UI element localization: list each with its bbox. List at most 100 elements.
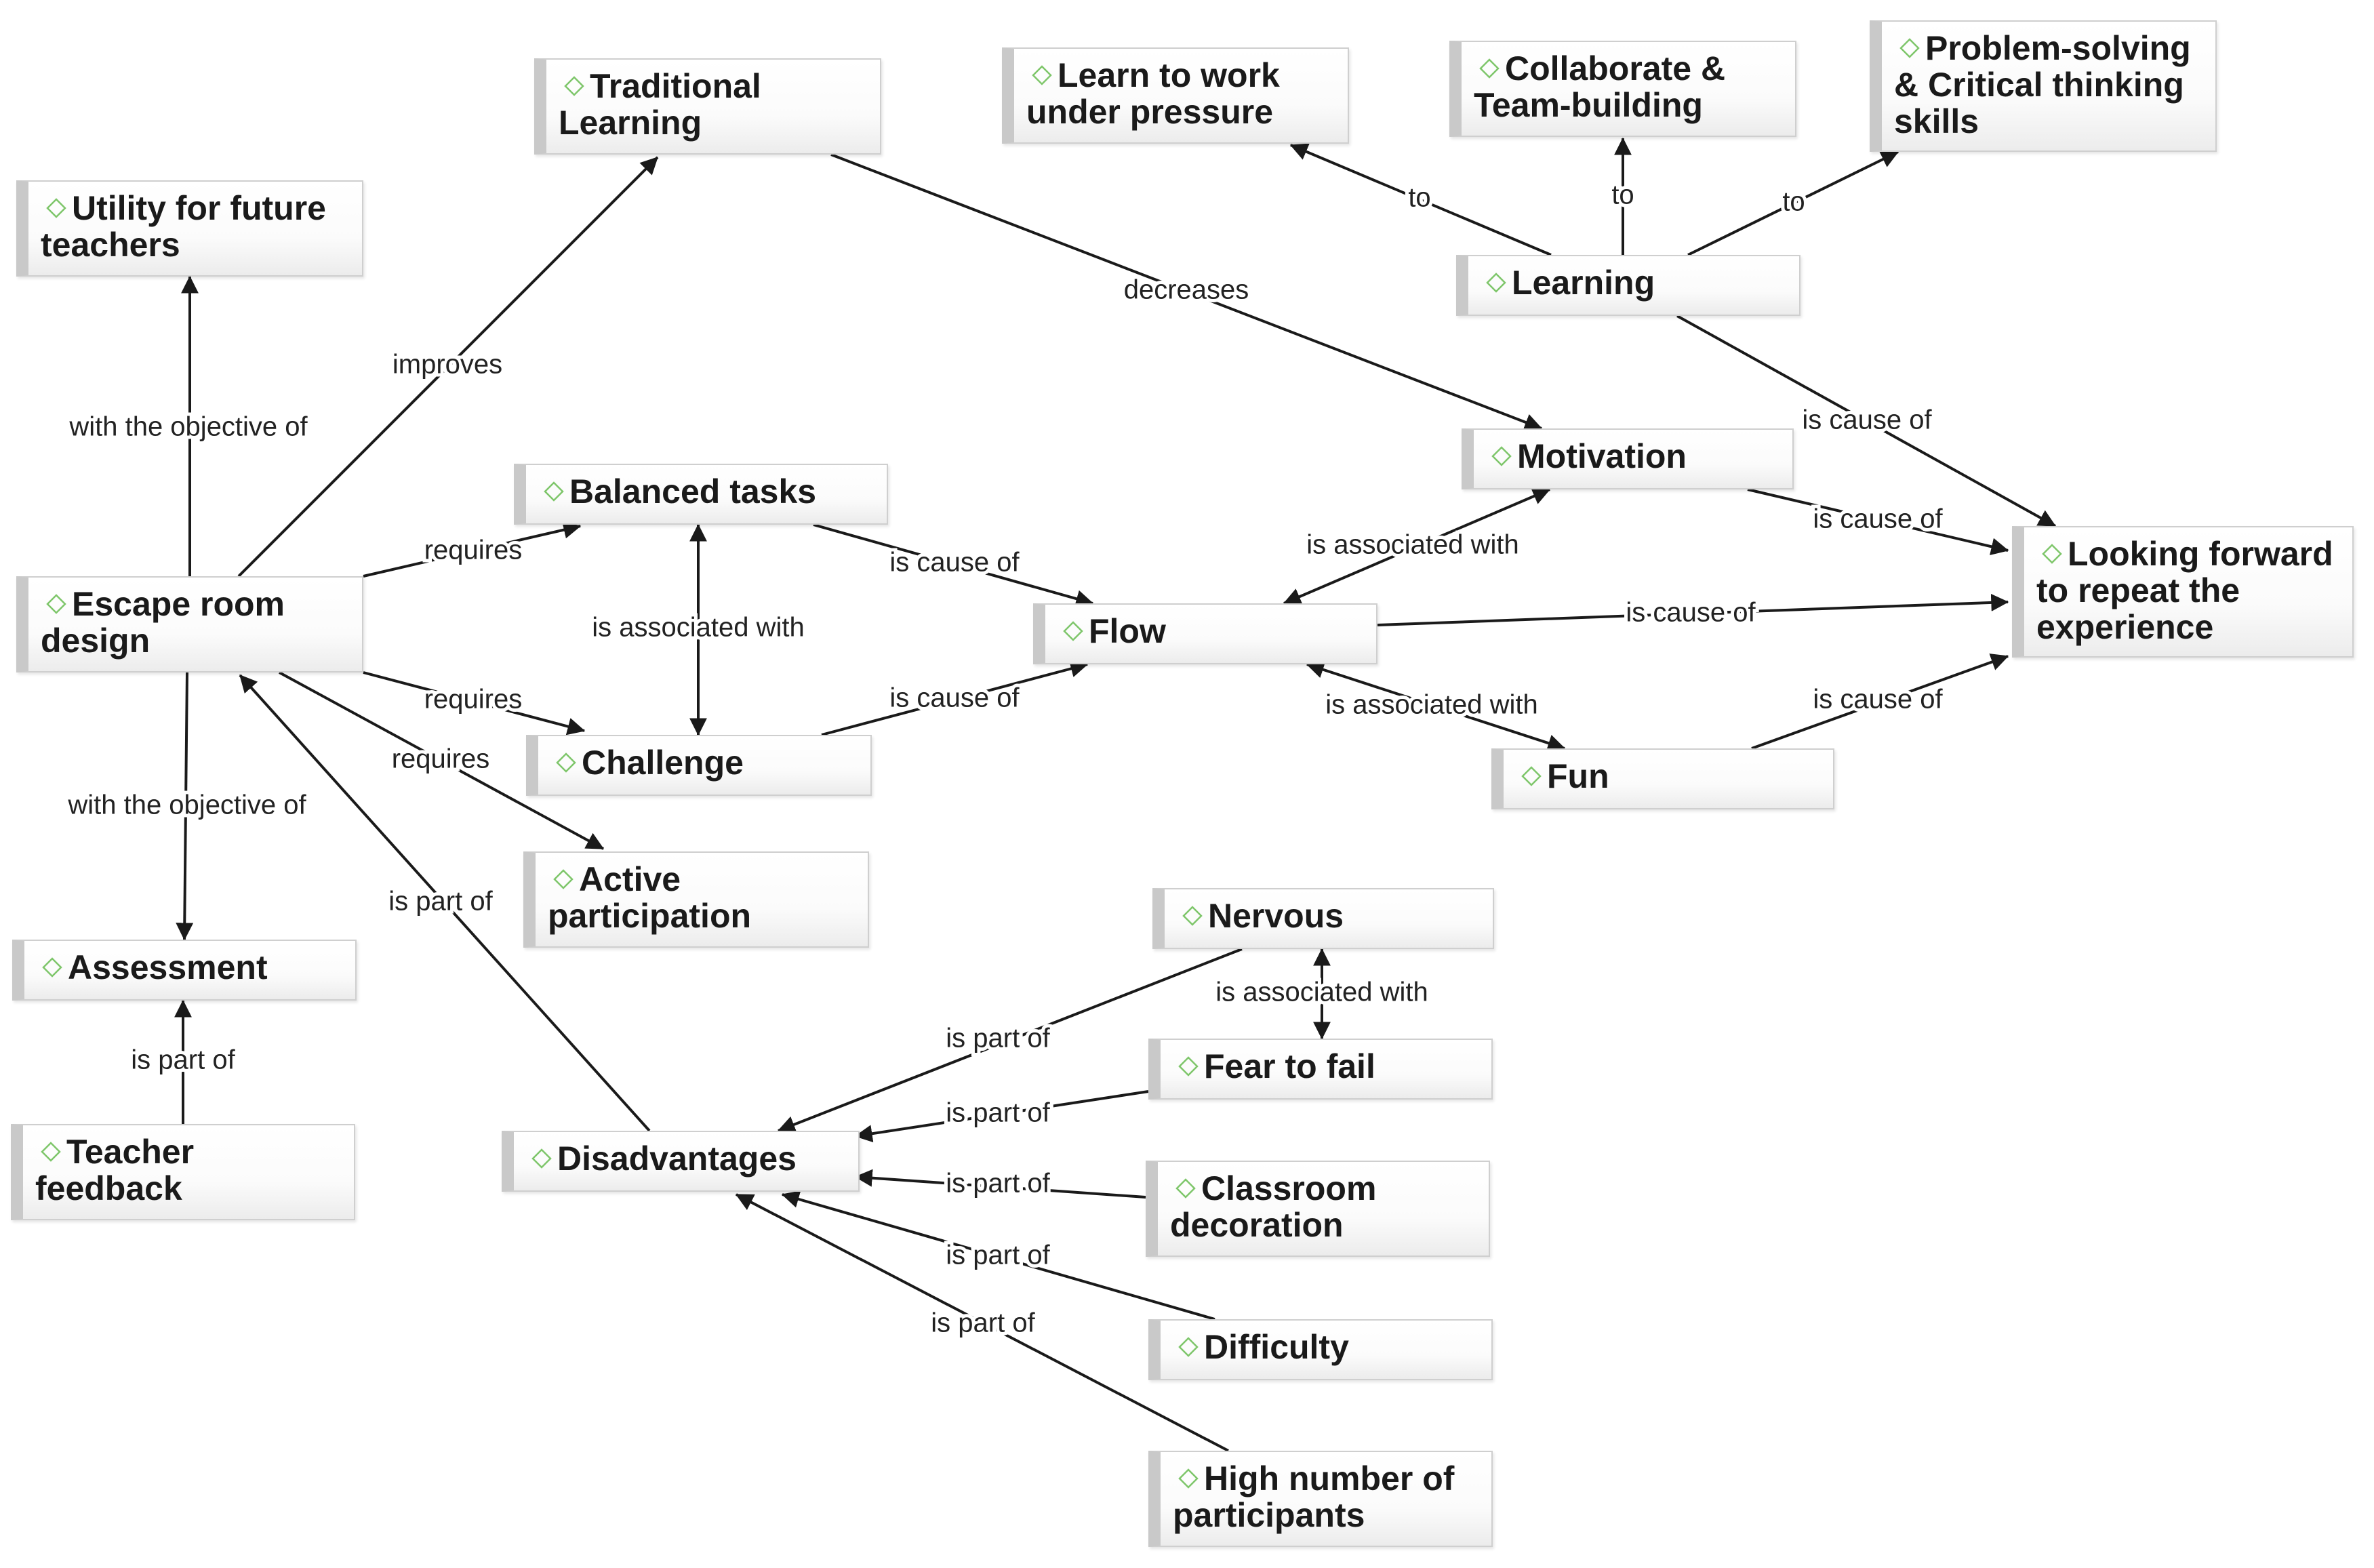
diamond-icon: [556, 752, 576, 773]
diamond-icon: [46, 198, 66, 218]
edge-label: with the objective of: [68, 412, 308, 442]
edge-label: requires: [392, 744, 490, 774]
edge-label: is associated with: [1325, 690, 1537, 720]
node-pressure[interactable]: Learn to work under pressure: [1002, 47, 1349, 144]
diamond-icon: [1178, 1056, 1199, 1077]
node-label: Learning: [1512, 264, 1655, 302]
node-teacher[interactable]: Teacher feedback: [11, 1124, 355, 1220]
edge-escape-challenge: [363, 671, 586, 736]
diamond-icon: [531, 1148, 552, 1169]
diamond-icon: [2042, 544, 2062, 564]
edge-label: is part of: [931, 1308, 1035, 1338]
node-label: Teacher feedback: [35, 1133, 195, 1207]
node-label: Motivation: [1517, 437, 1687, 475]
node-label: Collaborate & Team-building: [1474, 49, 1726, 124]
diamond-icon: [1479, 58, 1500, 79]
node-nervous[interactable]: Nervous: [1152, 888, 1494, 949]
node-fun[interactable]: Fun: [1491, 748, 1834, 809]
node-utility[interactable]: Utility for future teachers: [16, 180, 363, 277]
edge-participants-disadvantages: [735, 1193, 1229, 1452]
edge-traditional-motivation: [830, 153, 1543, 431]
diamond-icon: [1178, 1468, 1199, 1489]
edge-challenge-flow: [821, 660, 1089, 736]
node-label: Difficulty: [1204, 1328, 1349, 1366]
edge-escape-assessment: [176, 672, 194, 941]
edge-label: is part of: [946, 1241, 1050, 1270]
edge-fun-looking: [1751, 654, 2009, 750]
edge-balanced-flow: [813, 523, 1094, 607]
node-challenge[interactable]: Challenge: [526, 735, 872, 796]
diamond-icon: [564, 76, 584, 96]
edge-flow-motivation: [1283, 487, 1551, 605]
edge-escape-active: [279, 671, 605, 850]
edge-label: is cause of: [889, 548, 1020, 578]
node-escape[interactable]: Escape room design: [16, 576, 363, 672]
diamond-icon: [1899, 38, 1920, 58]
edge-label: to: [1408, 183, 1430, 213]
node-label: High number of participants: [1173, 1460, 1455, 1534]
edge-escape-traditional: [237, 156, 659, 578]
edge-learning-pressure: [1289, 143, 1552, 256]
edge-label: is associated with: [592, 613, 804, 643]
edge-flow-fun: [1306, 661, 1566, 752]
edge-label: is cause of: [889, 683, 1020, 713]
edge-label: is cause of: [1802, 405, 1932, 435]
edge-label: with the objective of: [67, 790, 306, 820]
node-classroom[interactable]: Classroom decoration: [1146, 1161, 1490, 1257]
edge-classroom-disadvantages: [854, 1169, 1146, 1199]
node-motivation[interactable]: Motivation: [1462, 428, 1794, 489]
node-label: Nervous: [1208, 897, 1344, 935]
diamond-icon: [553, 869, 574, 889]
node-disadvantages[interactable]: Disadvantages: [502, 1131, 860, 1192]
edge-label: is part of: [946, 1169, 1050, 1199]
node-traditional[interactable]: Traditional Learning: [534, 58, 881, 155]
node-label: Fear to fail: [1204, 1047, 1375, 1085]
edge-nervous-disadvantages: [777, 948, 1243, 1133]
edge-label: is cause of: [1813, 504, 1943, 534]
node-fear[interactable]: Fear to fail: [1148, 1039, 1493, 1100]
node-active[interactable]: Active participation: [523, 851, 869, 948]
node-collaborate[interactable]: Collaborate & Team-building: [1449, 41, 1796, 137]
node-participants[interactable]: High number of participants: [1148, 1451, 1493, 1547]
node-assessment[interactable]: Assessment: [12, 940, 357, 1001]
diamond-icon: [544, 481, 564, 502]
node-label: Looking forward to repeat the experience: [2036, 535, 2333, 646]
node-label: Learn to work under pressure: [1026, 56, 1280, 131]
edge-label: to: [1611, 180, 1634, 210]
edge-disadvantages-escape: [239, 674, 651, 1132]
edge-label: is associated with: [1215, 978, 1428, 1007]
edge-label: decreases: [1124, 275, 1249, 305]
edge-label: to: [1782, 187, 1805, 217]
edge-motivation-looking: [1747, 488, 2009, 556]
diamond-icon: [1178, 1337, 1199, 1357]
node-label: Disadvantages: [557, 1140, 797, 1178]
node-label: Balanced tasks: [569, 473, 817, 510]
edge-label: is part of: [946, 1024, 1050, 1053]
edge-label: is cause of: [1813, 685, 1943, 715]
node-label: Active participation: [548, 860, 752, 935]
node-flow[interactable]: Flow: [1033, 603, 1377, 664]
diamond-icon: [42, 957, 62, 978]
diamond-icon: [1032, 65, 1052, 85]
diamond-icon: [41, 1142, 61, 1162]
node-looking[interactable]: Looking forward to repeat the experience: [2012, 526, 2354, 658]
diamond-icon: [1182, 906, 1203, 926]
edge-label: improves: [393, 350, 502, 380]
diamond-icon: [1175, 1178, 1196, 1199]
node-difficulty[interactable]: Difficulty: [1148, 1319, 1493, 1380]
edge-learning-problem: [1687, 150, 1899, 256]
node-label: Escape room design: [41, 585, 285, 660]
node-label: Assessment: [68, 948, 268, 986]
node-label: Fun: [1547, 757, 1609, 795]
node-balanced[interactable]: Balanced tasks: [514, 464, 888, 525]
node-label: Utility for future teachers: [41, 189, 326, 264]
node-problem[interactable]: Problem-solving & Critical thinking skil…: [1870, 20, 2217, 152]
node-learning[interactable]: Learning: [1456, 255, 1800, 316]
edge-flow-looking: [1377, 593, 2009, 626]
node-label: Challenge: [582, 744, 744, 782]
edge-difficulty-disadvantages: [781, 1190, 1215, 1321]
node-label: Problem-solving & Critical thinking skil…: [1894, 29, 2191, 140]
edge-escape-balanced: [363, 521, 582, 578]
